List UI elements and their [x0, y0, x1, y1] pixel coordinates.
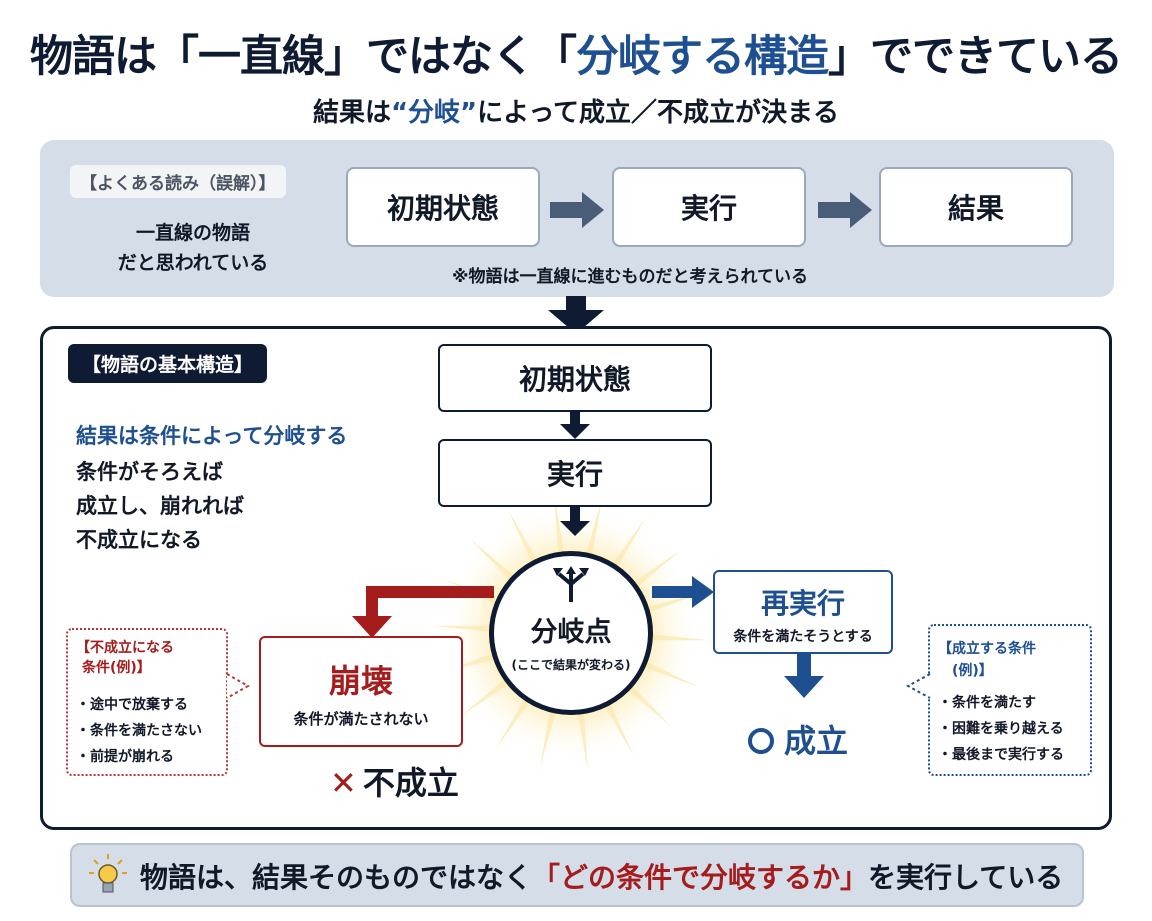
misconception-step-initial: 初期状態: [346, 167, 540, 247]
list-item: ・最後まで実行する: [938, 747, 1064, 763]
list-item: ・条件を満たす: [938, 695, 1036, 711]
collapse-title: 崩壊: [328, 662, 393, 700]
misconception-description: 一直線の物語 だと思われている: [88, 218, 298, 278]
structure-desc-line1: 条件がそろえば: [76, 460, 223, 484]
collapse-arrow: [352, 586, 494, 638]
fail-result-label: 不成立: [362, 764, 459, 802]
page-title: 物語は「一直線」ではなく「分岐する構造」でできている: [0, 22, 1152, 84]
branch-point: 分岐点 (ここで結果が変わる): [489, 551, 653, 715]
retry-arrow: [652, 576, 714, 608]
structure-description: 条件がそろえば 成立し、崩れれば 不成立になる: [76, 455, 244, 557]
list-item: ・条件を満たさない: [76, 723, 202, 739]
success-circle-icon: [748, 728, 774, 754]
fail-callout-title-line1: 【不成立になる: [76, 640, 174, 656]
list-item: ・前提が崩れる: [76, 749, 174, 765]
fail-callout-title: 【不成立になる 条件(例)】: [76, 638, 174, 678]
collapse-box: 崩壊 条件が満たされない: [259, 636, 463, 747]
lightbulb-icon: [89, 854, 127, 893]
conclusion-highlight: 「どの条件で分岐するか」: [532, 861, 869, 894]
retry-subtitle: 条件を満たそうとする: [733, 629, 873, 645]
misconception-desc-line1: 一直線の物語: [135, 222, 250, 244]
title-part2: 」でできている: [828, 32, 1123, 82]
success-callout-list: ・条件を満たす ・困難を乗り越える ・最後まで実行する: [938, 690, 1064, 768]
fail-conditions-callout: 【不成立になる 条件(例)】 ・途中で放棄する ・条件を満たさない ・前提が崩れ…: [66, 628, 228, 776]
conclusion-bar: [70, 843, 1084, 907]
fail-callout-pointer: [226, 673, 251, 699]
branch-point-label: 分岐点: [530, 617, 612, 648]
retry-title: 再実行: [760, 587, 845, 620]
structure-desc-line2: 成立し、崩れれば: [76, 494, 244, 518]
branch-point-note: (ここで結果が変わる): [511, 658, 631, 672]
list-item: ・途中で放棄する: [76, 697, 188, 713]
retry-box: 再実行 条件を満たそうとする: [713, 570, 893, 654]
misconception-arrow-1: [550, 192, 604, 228]
misconception-desc-line2: だと思われている: [117, 252, 269, 274]
flow-step-execute: 実行: [438, 439, 712, 507]
success-callout-title-line1: 【成立する条件: [938, 641, 1036, 657]
subtitle-part1: 結果は: [312, 98, 391, 128]
title-part1: 物語は「一直線」ではなく「: [30, 32, 577, 82]
fail-callout-title-line2: 条件(例)】: [82, 660, 151, 676]
success-conditions-callout: 【成立する条件 (例)】 ・条件を満たす ・困難を乗り越える ・最後まで実行する: [928, 624, 1092, 776]
fail-callout-list: ・途中で放棄する ・条件を満たさない ・前提が崩れる: [76, 692, 202, 770]
conclusion-text: 物語は、結果そのものではなく「どの条件で分岐するか」を実行している: [140, 856, 1063, 896]
branch-icon: [553, 566, 589, 602]
success-callout-pointer: [905, 673, 931, 699]
panel-connector-arrow: [548, 296, 604, 334]
subtitle-part2: によって成立／不成立が決まる: [477, 98, 840, 128]
misconception-step-execute: 実行: [612, 167, 806, 247]
cross-icon: ✕: [330, 764, 357, 802]
flow-step-initial: 初期状態: [438, 344, 712, 412]
conclusion-part1: 物語は、結果そのものではなく: [140, 861, 533, 894]
misconception-tag: 【よくある読み（誤解）】: [70, 165, 286, 198]
misconception-arrow-2: [818, 192, 872, 228]
structure-desc-line3: 不成立になる: [76, 528, 202, 552]
success-arrow: [784, 654, 824, 698]
flow-arrow-2: [560, 507, 590, 536]
flow-arrow-1: [560, 412, 590, 439]
success-result: 成立: [748, 716, 848, 762]
fail-result: ✕不成立: [330, 758, 459, 804]
structure-lead: 結果は条件によって分岐する: [76, 424, 348, 448]
title-highlight: 分岐する構造: [576, 32, 829, 82]
misconception-step-result: 結果: [879, 167, 1073, 247]
success-result-label: 成立: [784, 722, 849, 760]
collapse-subtitle: 条件が満たされない: [293, 710, 429, 728]
success-callout-title: 【成立する条件 (例)】: [938, 638, 1036, 682]
subtitle-highlight: “分岐”: [390, 98, 478, 128]
list-item: ・困難を乗り越える: [938, 721, 1064, 737]
conclusion-part2: を実行している: [868, 861, 1064, 894]
misconception-note: ※物語は一直線に進むものだと考えられている: [451, 267, 809, 287]
structure-tag: 【物語の基本構造】: [68, 344, 268, 383]
page-subtitle: 結果は“分岐”によって成立／不成立が決まる: [0, 92, 1152, 129]
success-callout-title-line2: (例)】: [952, 663, 993, 679]
